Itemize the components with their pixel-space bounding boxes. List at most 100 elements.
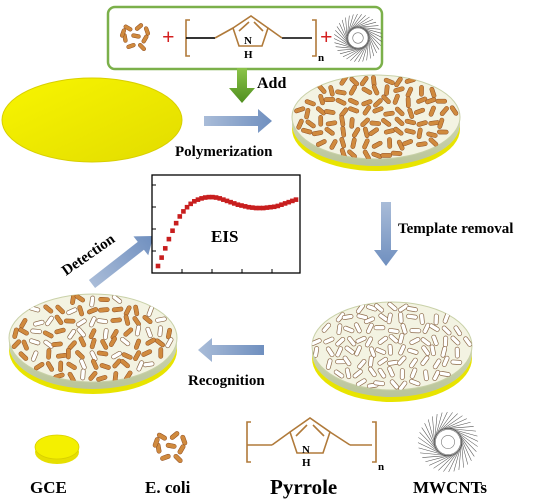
bacterium (362, 138, 370, 150)
mip-disk-cavities (311, 301, 473, 402)
bacterium (348, 106, 360, 114)
bacterium (133, 304, 140, 317)
eis-point (159, 255, 164, 260)
bacterium (371, 84, 380, 96)
imprint-cavity (386, 312, 393, 325)
nanotube-line (447, 428, 476, 432)
plus-sign-2: + (320, 24, 333, 49)
bacterium (141, 349, 153, 357)
bacterium (413, 107, 426, 115)
bacterium (372, 106, 384, 114)
imprint-cavity (111, 350, 122, 360)
imprint-cavity (441, 355, 450, 367)
imprint-cavity (165, 337, 174, 349)
bacterium (426, 131, 438, 138)
nanotube-line (460, 437, 469, 465)
imprint-cavity (102, 328, 109, 340)
nanotube-line (356, 25, 379, 28)
bacterium (90, 358, 99, 370)
imprint-cavity (377, 356, 388, 366)
reactants-box: + N H n + (106, 5, 384, 71)
eis-point (239, 203, 244, 208)
legend-mwcnt-icon (417, 411, 479, 473)
bacterium (111, 306, 124, 313)
imprint-cavity (343, 325, 355, 334)
imprint-cavity (363, 316, 376, 325)
imprint-cavity (387, 343, 393, 356)
legend: GCE E. coli N H n Pyrrole MWCNTs (30, 411, 487, 499)
nanotube-line (419, 432, 440, 453)
subscript-n: n (318, 52, 324, 64)
bacterium (138, 43, 146, 51)
imprint-cavity (366, 304, 378, 312)
imprint-cavity (441, 325, 452, 336)
legend-ecoli-label: E. coli (145, 478, 191, 497)
mwcnt-icon (333, 13, 383, 63)
imprint-cavity (76, 327, 86, 338)
bacterium (351, 127, 361, 138)
nanotube-line (366, 30, 380, 50)
imprint-cavity (453, 325, 463, 337)
bacterium (110, 317, 122, 323)
bacterium (393, 126, 404, 136)
bacterium (120, 359, 130, 369)
imprint-cavity (432, 358, 442, 370)
bacterium (392, 93, 400, 105)
nanotube-line (432, 416, 435, 445)
bacterium (347, 97, 359, 106)
mip-disk-rebound (8, 293, 178, 394)
bacterium (335, 89, 347, 96)
nanotube-line (368, 36, 371, 59)
bacterium (324, 109, 336, 115)
bacterium (361, 99, 373, 107)
eis-point (268, 204, 273, 210)
imprint-cavity (439, 371, 451, 378)
template-removal-arrow (374, 202, 398, 266)
imprint-cavity (409, 328, 422, 334)
nanotube-inner (441, 435, 455, 449)
bacterium (348, 84, 357, 96)
imprint-cavity (396, 355, 407, 366)
pyrrole-structure-icon (185, 15, 317, 57)
bacterium (349, 117, 355, 129)
imprint-cavity (357, 359, 367, 370)
eis-point (290, 198, 295, 204)
bacterium (381, 118, 392, 127)
imprint-cavity (368, 355, 374, 368)
nanotube-line (439, 415, 463, 432)
bacterium (324, 126, 335, 136)
nanotube-line (458, 433, 475, 457)
bacterium (437, 117, 445, 129)
nanotube-line (333, 38, 355, 49)
eis-point (275, 203, 281, 209)
imprint-cavity (313, 346, 320, 358)
bacterium (419, 85, 424, 97)
bacterium (383, 110, 395, 117)
imprint-cavity (89, 295, 96, 308)
bacterium (362, 105, 372, 116)
imprint-cavity (428, 323, 440, 332)
imprint-cavity (397, 332, 405, 345)
bacterium (70, 294, 76, 305)
eis-point (192, 199, 197, 204)
bacterium (416, 96, 428, 104)
nanotube-line (458, 441, 462, 470)
legend-subscript-n: n (378, 461, 384, 473)
bacterium (98, 307, 110, 313)
bacterium (46, 348, 52, 360)
imprint-cavity (28, 338, 41, 346)
nanotube-line (347, 13, 358, 35)
bacterium (371, 140, 383, 149)
pyrrole-h-label: H (244, 49, 253, 61)
bacterium (305, 119, 316, 129)
recognition-label: Recognition (188, 373, 265, 389)
nanotube-line (454, 430, 478, 447)
nanotube-line (354, 43, 368, 62)
bacterium (449, 105, 459, 116)
bacterium (12, 327, 19, 339)
recognition-arrow (198, 338, 264, 362)
bacterium (350, 137, 357, 149)
imprint-cavity (377, 367, 387, 379)
bacterium (55, 304, 65, 315)
imprint-cavity (377, 335, 389, 345)
